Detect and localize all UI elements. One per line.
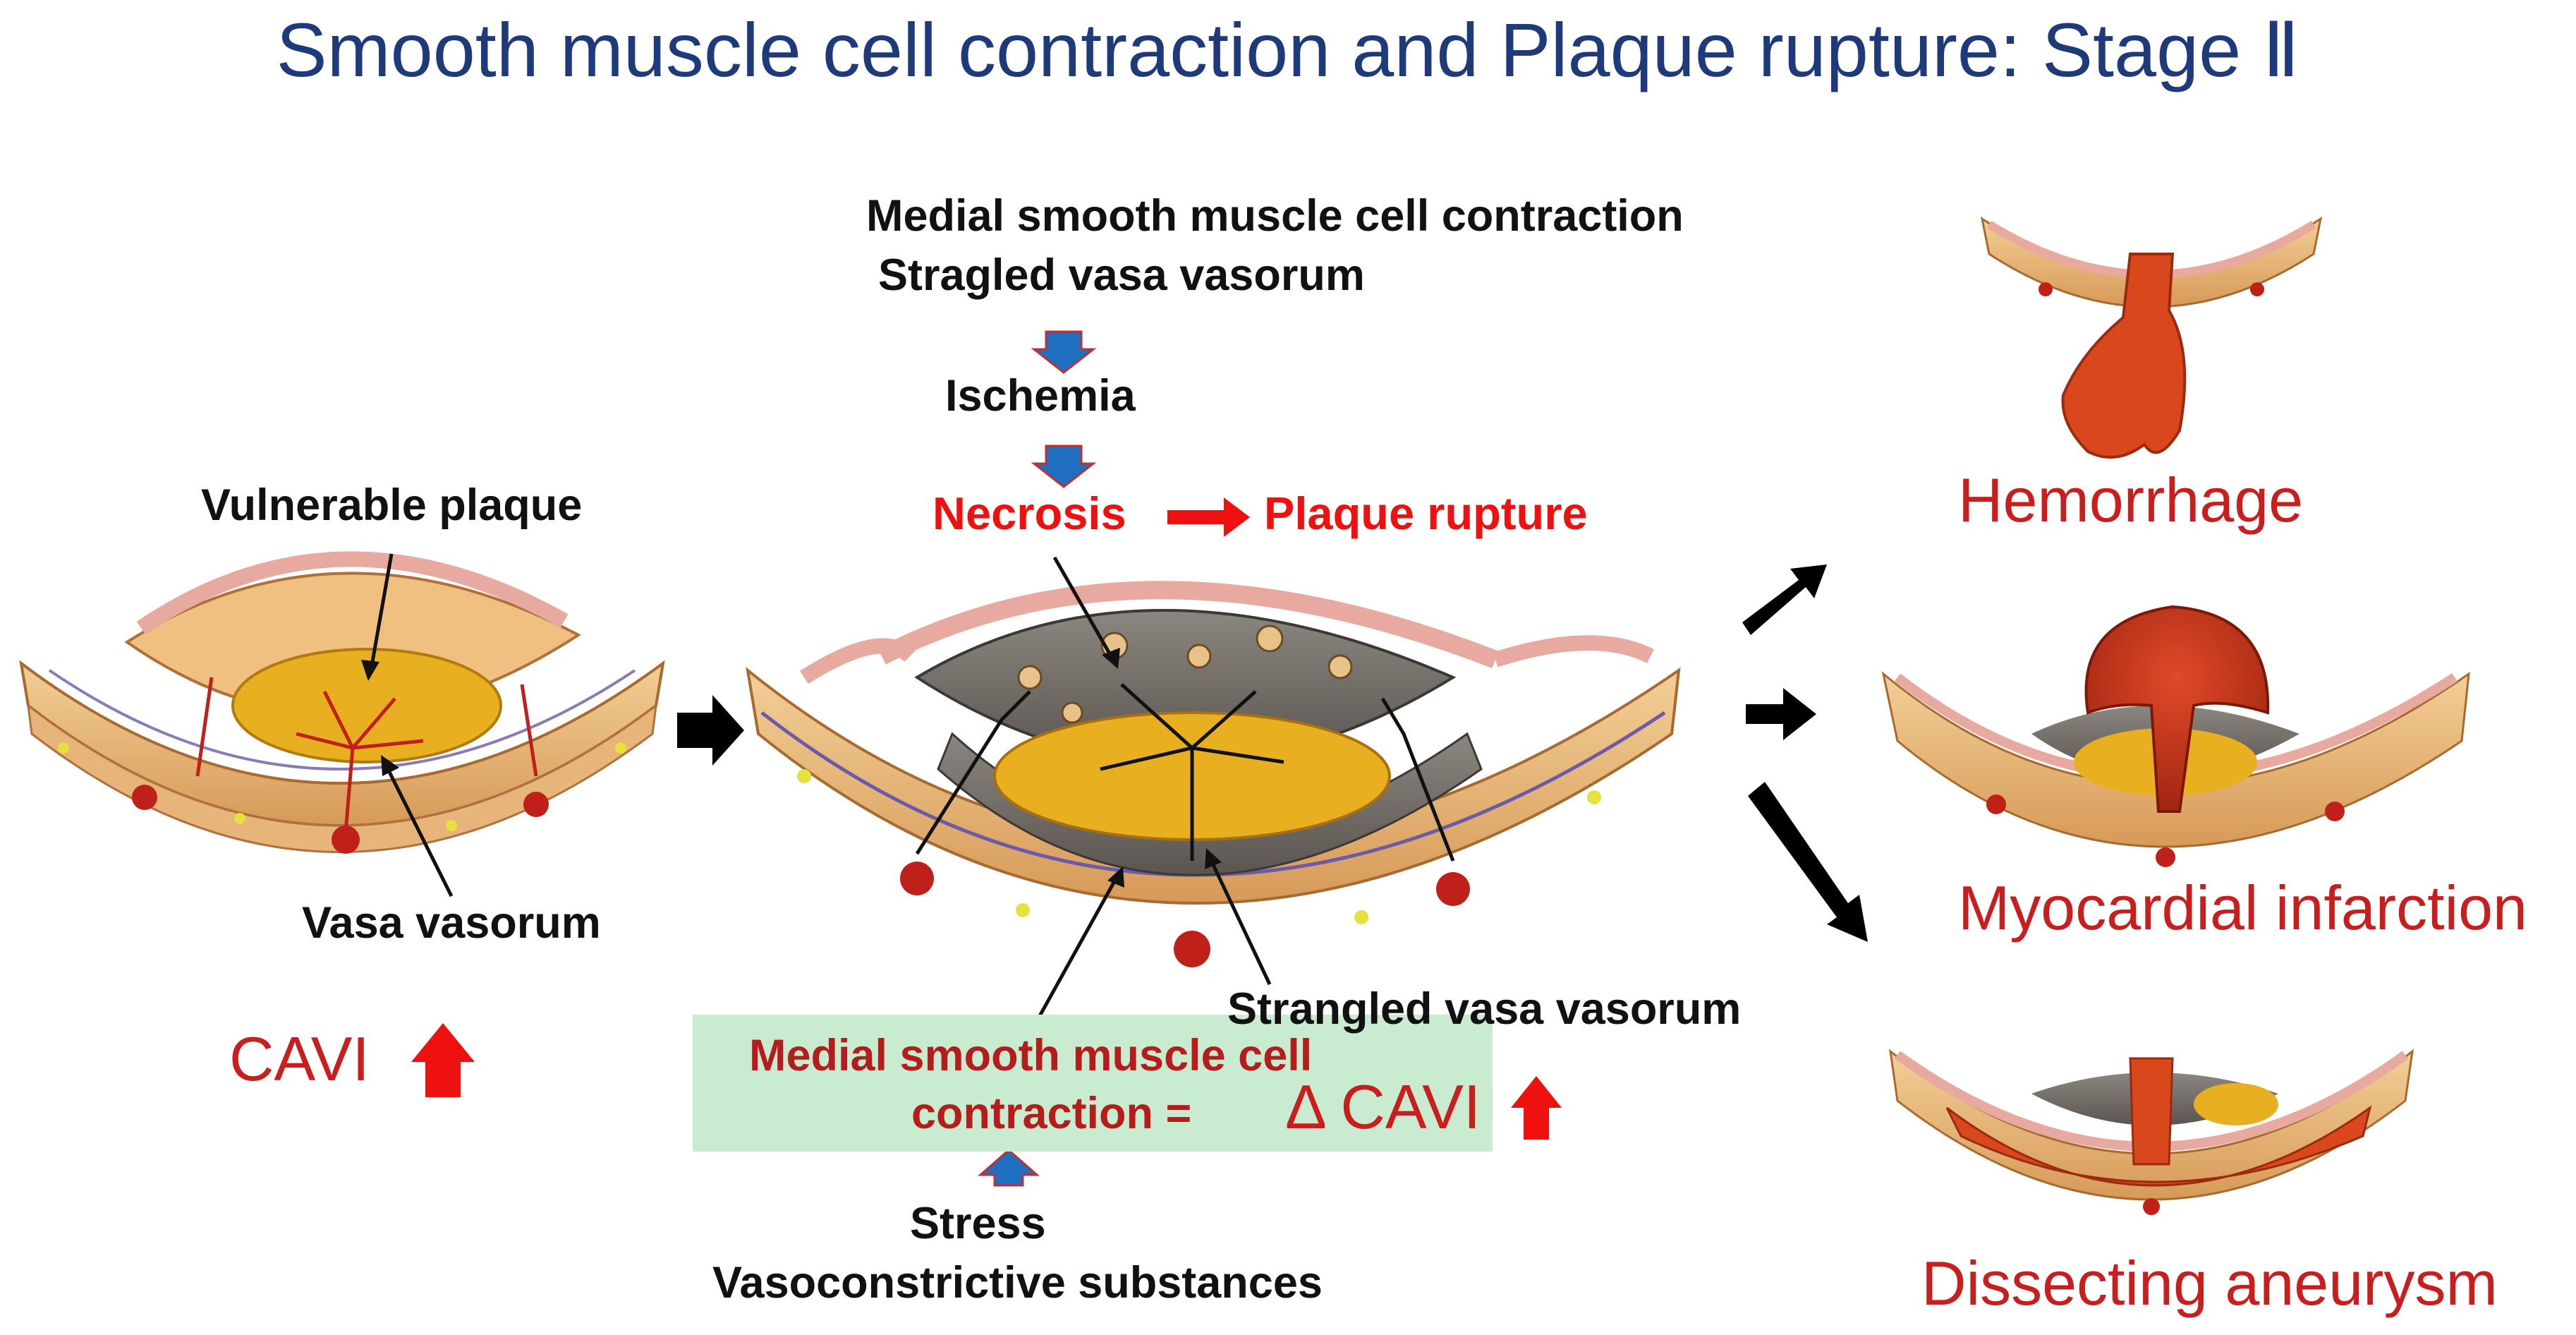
blue-down-arrow-icon — [1031, 330, 1097, 374]
myocardial-infarction-illustration — [1881, 605, 2470, 867]
blue-down-arrow-icon — [1031, 445, 1097, 488]
dissecting-aneurysm-illustration — [1888, 1049, 2414, 1215]
vasa-vasorum-label: Vasa vasorum — [302, 898, 601, 948]
red-right-arrow-icon — [1167, 497, 1250, 537]
delta-cavi-box — [693, 1015, 1493, 1152]
vulnerable-plaque-label: Vulnerable plaque — [201, 481, 583, 530]
delta-cavi-label: Δ CAVI — [1285, 1072, 1481, 1142]
black-diagonal-up-arrow-icon — [1742, 564, 1827, 635]
plaque-rupture-label: Plaque rupture — [1264, 488, 1588, 539]
myocardial-infarction-label: Myocardial infarction — [1958, 873, 2527, 943]
dissecting-aneurysm-label: Dissecting aneurysm — [1921, 1248, 2498, 1318]
medial-contraction-label: Medial smooth muscle cell contraction — [866, 191, 1684, 241]
pointer-lines — [368, 553, 1272, 1035]
box-line-1: Medial smooth muscle cell — [749, 1031, 1313, 1080]
ischemia-label: Ischemia — [945, 371, 1136, 421]
blue-up-arrow-icon — [978, 1149, 1040, 1187]
black-diagonal-down-arrow-icon — [1748, 782, 1868, 942]
hemorrhage-label: Hemorrhage — [1958, 465, 2304, 535]
cavi-label: CAVI — [229, 1024, 370, 1094]
slide-title: Smooth muscle cell contraction and Plaqu… — [276, 7, 2300, 92]
black-right-arrow-icon — [677, 695, 744, 766]
necrosis-label: Necrosis — [932, 488, 1126, 539]
necrotic-plaque-illustration — [746, 581, 1681, 967]
red-up-arrow-icon — [1511, 1076, 1562, 1140]
stragled-vasa-label: Stragled vasa vasorum — [878, 250, 1365, 300]
strangled-vasa-label: Strangled vasa vasorum — [1227, 984, 1742, 1034]
vulnerable-plaque-illustration — [19, 551, 665, 854]
red-up-arrow-icon — [411, 1023, 475, 1097]
hemorrhage-illustration — [1980, 216, 2323, 459]
box-line-2: contraction = — [911, 1089, 1192, 1138]
stress-label: Stress — [910, 1199, 1046, 1248]
vasoconstrictive-label: Vasoconstrictive substances — [712, 1258, 1323, 1307]
black-right-arrow-icon — [1746, 688, 1816, 740]
